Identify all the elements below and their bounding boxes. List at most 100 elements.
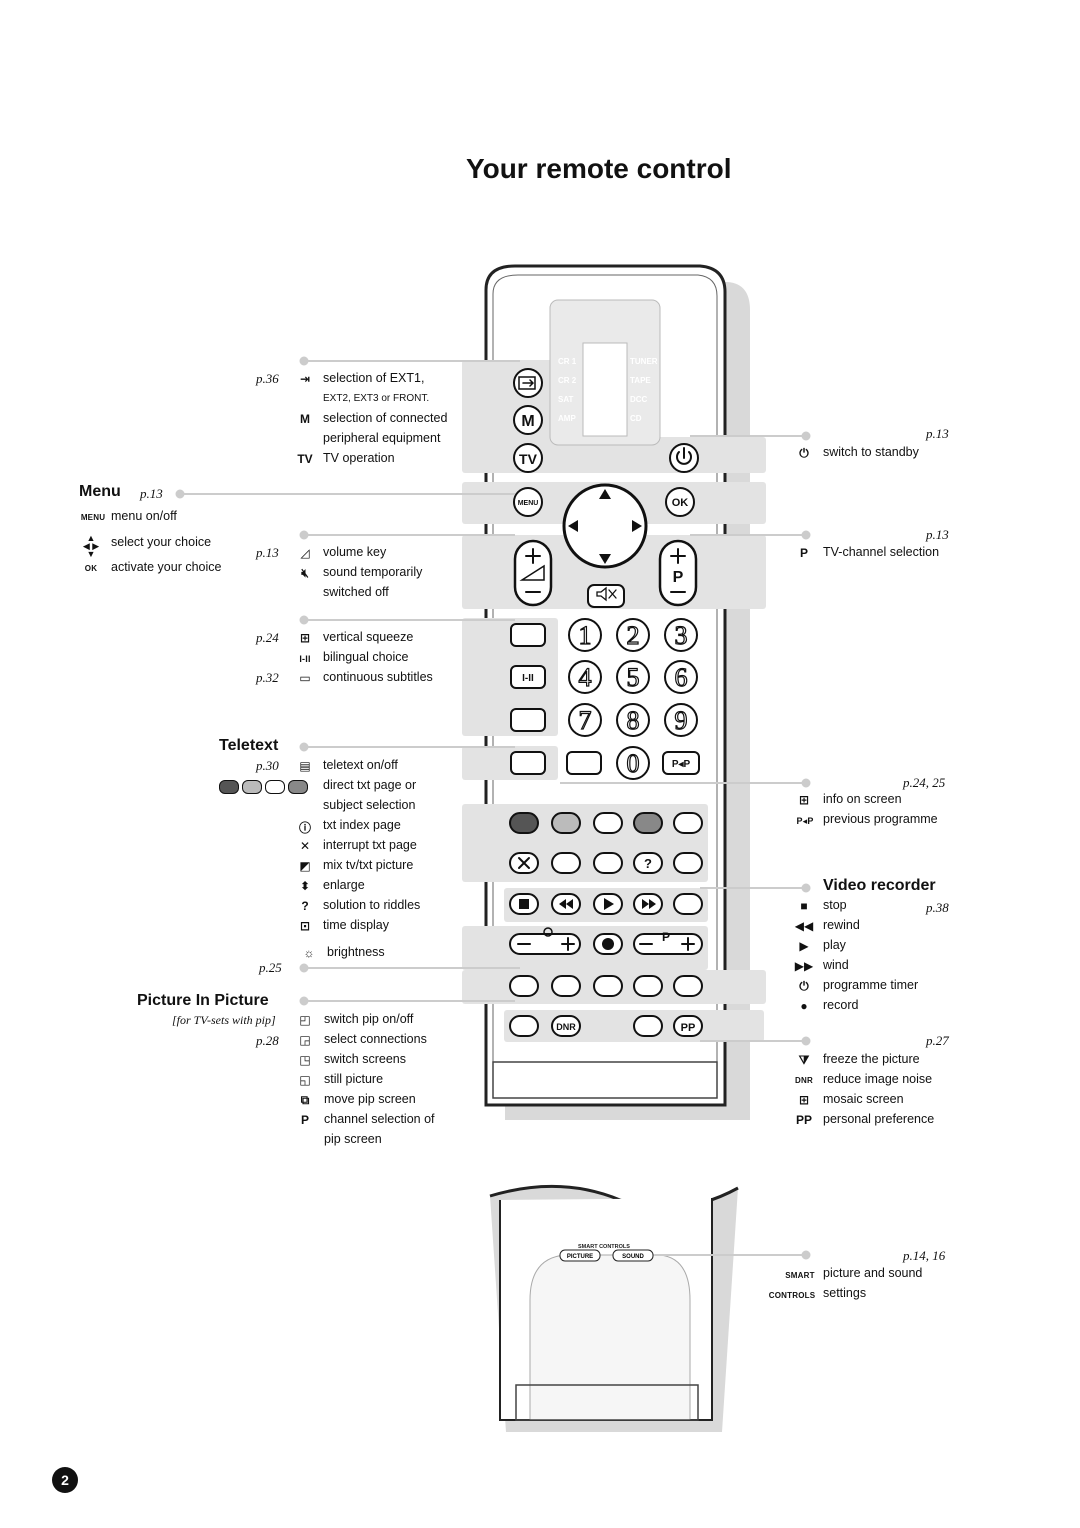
arrows-icon: ▲◀ ▶▼: [82, 533, 100, 559]
ext-icon: ⇥: [299, 372, 311, 386]
mosaic-key[interactable]: [633, 1015, 663, 1037]
digit-1-button[interactable]: [568, 618, 602, 652]
digit-9-button[interactable]: [664, 703, 698, 737]
record-icon: ●: [800, 999, 808, 1013]
tv-button[interactable]: [513, 443, 543, 473]
ok-button[interactable]: [665, 487, 695, 517]
stop-icon: ■: [800, 899, 808, 913]
smart-line-2: settings: [823, 1286, 867, 1300]
record-icon: [602, 938, 614, 950]
dnr-icon: DNR: [795, 1076, 813, 1085]
enlarge-key[interactable]: [593, 852, 623, 874]
pp-icon: PP: [795, 1113, 812, 1127]
time-key[interactable]: [673, 852, 703, 874]
page-title: Your remote control: [466, 153, 732, 184]
digit-8-button[interactable]: [616, 703, 650, 737]
teletext-button[interactable]: [510, 751, 546, 775]
teletext-item-1: teletext on/off: [323, 758, 398, 772]
display-left-3: SAT: [558, 395, 574, 404]
info-text: info on screen: [823, 792, 902, 806]
bilingual-button[interactable]: [510, 665, 546, 689]
wind-icon: ▶▶: [794, 959, 814, 973]
enlarge-icon: ⬍: [299, 879, 311, 893]
subtitles-icon: ▭: [299, 671, 311, 685]
dnr-label: DNR: [556, 1022, 576, 1032]
pip-item-2: select connections: [324, 1032, 427, 1046]
cursor-pad[interactable]: [562, 483, 648, 569]
display-left-2: CR 2: [558, 376, 577, 385]
digit-2-button[interactable]: [616, 618, 650, 652]
m-label: M: [521, 413, 534, 430]
ext-line-2: EXT2, EXT3 or FRONT.: [323, 393, 430, 404]
pip-swap-key[interactable]: [593, 975, 623, 997]
menu-button[interactable]: [513, 487, 543, 517]
mute-icon: [596, 586, 617, 602]
pip-note: [for TV-sets with pip]: [172, 1013, 276, 1027]
digit-5-button[interactable]: [616, 660, 650, 694]
menu-icon: MENU: [80, 513, 106, 522]
digit-4-button[interactable]: [568, 660, 602, 694]
program-plus-icon: [670, 548, 686, 564]
smart-line-1: picture and sound: [823, 1266, 923, 1280]
index-key[interactable]: [673, 812, 703, 834]
pp-key[interactable]: [673, 1015, 703, 1037]
smart-controls-label: SMART CONTROLS: [578, 1244, 630, 1250]
ext-line-1: selection of EXT1,: [323, 371, 425, 385]
brightness-sun-icon: [543, 927, 553, 937]
digit-3-button[interactable]: [664, 618, 698, 652]
mix-key[interactable]: [551, 852, 581, 874]
info-button[interactable]: [566, 751, 602, 775]
display-right-1: TUNER: [630, 357, 658, 366]
prev-programme-button[interactable]: [662, 751, 700, 775]
subtitle-button[interactable]: [510, 708, 546, 732]
m-button[interactable]: [513, 405, 543, 435]
channel-text: TV-channel selection: [823, 545, 940, 559]
standby-icon: [676, 447, 692, 465]
mix-icon: ◩: [299, 859, 311, 873]
pip-still-key[interactable]: [633, 975, 663, 997]
bilingual-icon: I-II: [299, 654, 311, 664]
smart-sound-button[interactable]: [612, 1249, 654, 1262]
tv-icon: TV: [297, 452, 313, 466]
down-arrow-icon: [599, 554, 611, 564]
activate-text: activate your choice: [111, 560, 222, 574]
pip-swap-icon: ◳: [299, 1053, 311, 1067]
video-item-3: play: [823, 938, 846, 952]
display-tv: TV: [598, 346, 609, 355]
digit-1-label: 1: [579, 621, 592, 650]
interrupt-icon: ✕: [299, 839, 311, 853]
riddle-label: ?: [644, 856, 652, 871]
channel-icon: P: [799, 546, 808, 560]
freeze-key[interactable]: [509, 1015, 539, 1037]
volume-icon: [519, 564, 545, 581]
green-key[interactable]: [551, 812, 581, 834]
ext-page-ref: p.36: [256, 371, 279, 386]
digit-6-button[interactable]: [664, 660, 698, 694]
digit-0-button[interactable]: [616, 746, 650, 780]
red-key[interactable]: [509, 812, 539, 834]
pip-move-key[interactable]: [673, 975, 703, 997]
video-heading: Video recorder: [823, 877, 936, 894]
timer-key[interactable]: [673, 893, 703, 915]
left-arrow-icon: [568, 520, 578, 532]
blue-key[interactable]: [633, 812, 663, 834]
smart-picture-button[interactable]: [559, 1249, 601, 1262]
pip-onoff-key[interactable]: [509, 975, 539, 997]
colour-keys-icon: [219, 780, 315, 794]
riddle-key[interactable]: [633, 852, 663, 874]
video-item-6: record: [823, 998, 859, 1012]
display-left-1: CR 1: [558, 357, 577, 366]
dnr-key[interactable]: [551, 1015, 581, 1037]
pip-channel-rocker[interactable]: [633, 933, 703, 955]
digit-7-button[interactable]: [568, 703, 602, 737]
digit-7-label: 7: [579, 706, 592, 735]
squeeze-button[interactable]: [510, 623, 546, 647]
pip-heading: Picture In Picture: [137, 992, 269, 1009]
teletext-item-9: time display: [323, 918, 389, 932]
video-page-ref: p.38: [926, 900, 949, 915]
volume-text: volume key: [323, 545, 387, 559]
pip-connections-key[interactable]: [551, 975, 581, 997]
program-rocker[interactable]: [658, 539, 698, 607]
channel-page-ref: p.13: [926, 527, 949, 542]
yellow-key[interactable]: [593, 812, 623, 834]
